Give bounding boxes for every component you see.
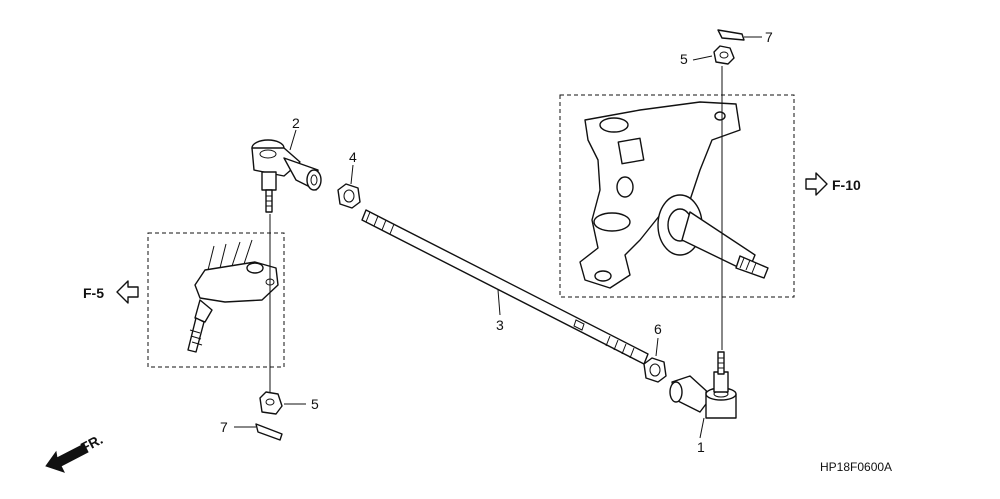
castle-nut-bottom [259, 391, 283, 415]
callout-6: 6 [654, 321, 662, 337]
knuckle-illustration [579, 101, 769, 289]
callout-4: 4 [349, 149, 357, 165]
ref-box-f5 [147, 232, 285, 368]
ref-box-f10 [559, 94, 795, 298]
nut-part-4 [337, 183, 361, 209]
arrow-right-icon [805, 172, 828, 196]
nut-part-6 [643, 357, 667, 383]
ref-f5: F-5 [83, 280, 139, 304]
tie-rod-end-right [669, 351, 737, 419]
front-arrow-icon [45, 443, 89, 473]
callout-7-top: 7 [765, 29, 773, 45]
tie-rod-end-left [251, 139, 322, 213]
cotter-pin-bottom [255, 423, 283, 441]
castle-nut-top [713, 45, 735, 65]
ref-f10: F-10 [805, 172, 861, 196]
callout-3: 3 [496, 317, 504, 333]
callout-5-bottom: 5 [311, 396, 319, 412]
callout-2: 2 [292, 115, 300, 131]
callout-7-bottom: 7 [220, 419, 228, 435]
leader-4 [350, 164, 354, 185]
callout-1: 1 [697, 439, 705, 455]
leader-6 [655, 337, 659, 357]
leader-3 [497, 289, 501, 316]
arrow-left-icon [116, 280, 139, 304]
callout-5-top: 5 [680, 51, 688, 67]
ref-f10-label: F-10 [832, 177, 861, 193]
cotter-pin-top [717, 29, 745, 41]
leader-5a [692, 55, 713, 61]
leader-2 [289, 129, 297, 151]
diagram-code: HP18F0600A [820, 460, 892, 474]
steering-arm-illustration [187, 239, 279, 353]
leader-1 [699, 417, 705, 439]
front-direction: FR. [45, 431, 105, 473]
ref-f5-label: F-5 [83, 285, 104, 301]
